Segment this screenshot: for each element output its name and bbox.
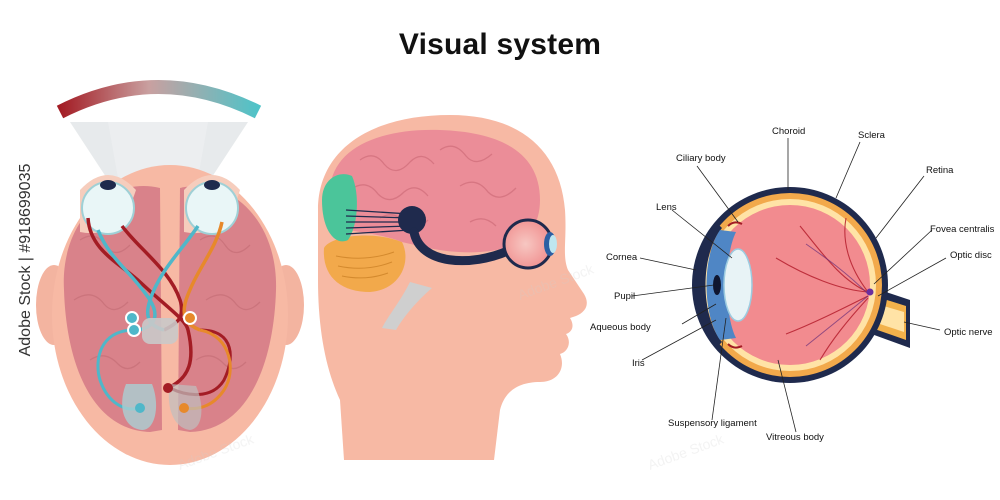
label-suspensory-ligament: Suspensory ligament <box>668 418 757 429</box>
label-choroid: Choroid <box>772 126 805 137</box>
label-optic-disc: Optic disc <box>950 250 992 261</box>
visual-field-arc <box>60 87 258 112</box>
eye-cross-section <box>632 138 946 432</box>
top-view-head <box>36 87 304 465</box>
optic-disc <box>867 289 874 296</box>
svg-text:Adobe Stock: Adobe Stock <box>646 430 727 473</box>
label-iris: Iris <box>632 358 645 369</box>
left-lgn-node <box>128 324 140 336</box>
label-pupil: Pupil <box>614 291 635 302</box>
right-lgn-node <box>184 312 196 324</box>
label-optic-nerve: Optic nerve <box>944 327 993 338</box>
label-vitreous-body: Vitreous body <box>766 432 824 443</box>
lens <box>724 249 752 321</box>
label-fovea-centralis: Fovea centralis <box>930 224 994 235</box>
label-aqueous-body: Aqueous body <box>590 322 651 333</box>
label-cornea: Cornea <box>606 252 637 263</box>
label-retina: Retina <box>926 165 953 176</box>
pupil <box>713 275 721 295</box>
optic-chiasm <box>142 318 178 344</box>
label-lens: Lens <box>656 202 677 213</box>
label-ciliary-body: Ciliary body <box>676 153 726 164</box>
label-sclera: Sclera <box>858 130 885 141</box>
